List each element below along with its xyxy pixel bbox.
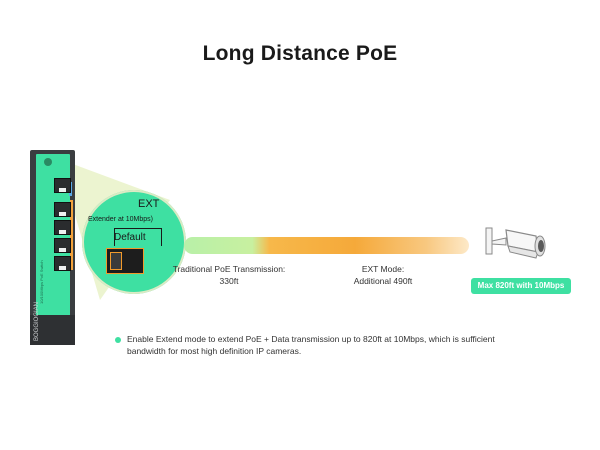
device-end-cap: BOGGIOGIAN (30, 302, 75, 345)
default-frame (114, 228, 162, 246)
ext-sub-label: Extender at 10Mbps) (88, 216, 153, 223)
poe-switch-illustration: 10/100Mbps PoE Switch BOGGIOGIAN (30, 150, 75, 345)
ext-mode-value-text: Additional 490ft (353, 276, 413, 286)
ext-mode-label: EXT Mode: Additional 490ft (340, 263, 426, 287)
page-title: Long Distance PoE (202, 42, 398, 65)
transmission-distance-bar (184, 237, 469, 254)
dip-switch-knob (110, 252, 122, 270)
device-side-text: 10/100Mbps PoE Switch (39, 260, 44, 304)
ethernet-port-icon (54, 202, 71, 217)
device-front-panel: 10/100Mbps PoE Switch (36, 154, 73, 342)
traditional-transmission-label: Traditional PoE Transmission: 330ft (172, 263, 286, 287)
poe-port-indicator (70, 200, 73, 270)
ext-mode-label-text: EXT Mode: (361, 264, 405, 274)
max-distance-badge: Max 820ft with 10Mbps (471, 278, 571, 294)
traditional-value-text: 330ft (219, 276, 239, 286)
dip-switch-icon (106, 248, 144, 274)
default-label: Default (114, 232, 146, 243)
ethernet-port-icon (54, 256, 71, 271)
traditional-label-text: Traditional PoE Transmission: (172, 264, 286, 274)
ext-switch-zoom: EXT Extender at 10Mbps) Default (82, 190, 186, 294)
ethernet-port-icon (54, 220, 71, 235)
feature-description: Enable Extend mode to extend PoE + Data … (127, 334, 495, 356)
power-led-icon (44, 158, 52, 166)
security-camera-icon (485, 227, 546, 259)
ext-label: EXT (138, 198, 160, 210)
ethernet-port-icon (54, 238, 71, 253)
bullet-dot-icon (115, 337, 121, 343)
uplink-port-icon (54, 178, 71, 193)
device-brand: BOGGIOGIAN (34, 301, 40, 341)
